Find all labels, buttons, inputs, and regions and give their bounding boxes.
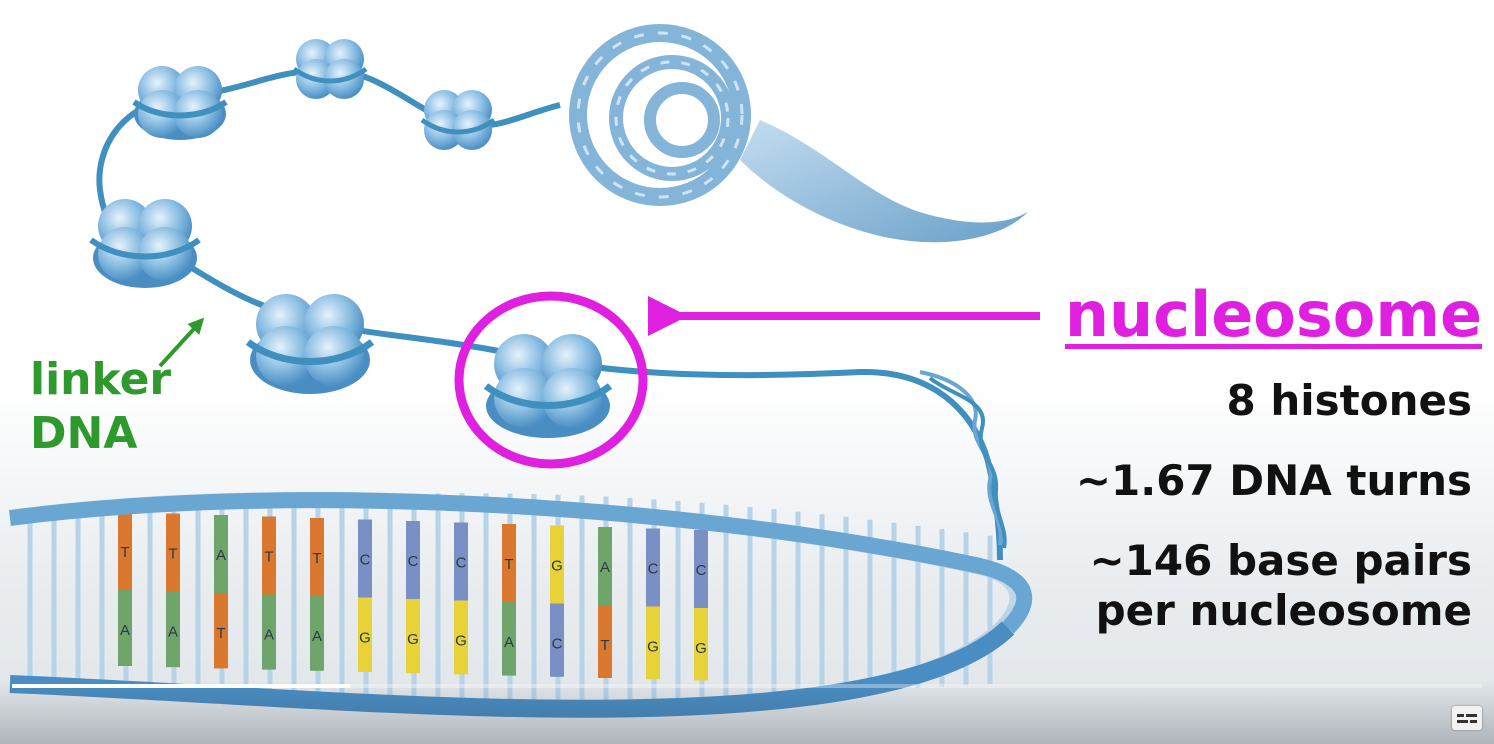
base-letter-bottom: T <box>216 625 225 642</box>
base-letter-bottom: A <box>504 634 514 651</box>
base-letter-bottom: C <box>552 636 563 653</box>
chromatin-fiber <box>578 33 1028 242</box>
base-letter-top: T <box>504 556 513 573</box>
base-letter-bottom: T <box>600 637 609 654</box>
base-letter-top: C <box>456 555 467 572</box>
nucleosome-title: nucleosome <box>1065 280 1482 350</box>
linker-dna-label-line2: DNA <box>30 410 137 458</box>
highlighted-nucleosome <box>486 334 610 438</box>
base-letter-bottom: G <box>407 631 419 648</box>
nucleosome-bead <box>294 39 366 99</box>
base-letter-top: T <box>264 549 273 566</box>
base-letter-top: C <box>360 552 371 569</box>
base-letter-top: G <box>551 558 563 575</box>
nucleosome-bead <box>91 199 199 288</box>
base-letter-top: C <box>408 553 419 570</box>
base-letter-bottom: G <box>359 630 371 647</box>
base-letter-bottom: G <box>695 640 707 657</box>
base-letter-bottom: A <box>264 627 274 644</box>
video-controls-overlay <box>0 680 1494 744</box>
stat-base-pairs: ~146 base pairs <box>1089 536 1472 586</box>
base-letter-top: A <box>216 547 226 564</box>
video-progress-fill <box>12 684 350 688</box>
stat-dna-turns: ~1.67 DNA turns <box>1076 456 1472 506</box>
closed-captions-icon[interactable] <box>1452 706 1482 730</box>
base-letter-bottom: G <box>647 639 659 656</box>
base-letter-top: T <box>120 544 129 561</box>
base-letter-top: T <box>312 550 321 567</box>
video-progress-bar[interactable] <box>12 684 1482 688</box>
base-letter-top: A <box>600 559 610 576</box>
base-letter-bottom: A <box>168 624 178 641</box>
base-letter-top: T <box>168 546 177 563</box>
base-letter-bottom: G <box>455 633 467 650</box>
stat-histones: 8 histones <box>1227 376 1472 426</box>
nucleosome-bead <box>248 294 372 394</box>
base-letter-bottom: A <box>312 628 322 645</box>
base-letter-top: C <box>648 561 659 578</box>
base-letter-bottom: A <box>120 622 130 639</box>
nucleosome-bead <box>422 90 494 150</box>
nucleosome-bead <box>134 66 226 140</box>
dna-twist <box>920 372 1005 548</box>
base-letter-top: C <box>696 562 707 579</box>
linker-dna-label-line1: linker <box>30 356 171 404</box>
stat-per-nucleosome: per nucleosome <box>1096 586 1472 636</box>
